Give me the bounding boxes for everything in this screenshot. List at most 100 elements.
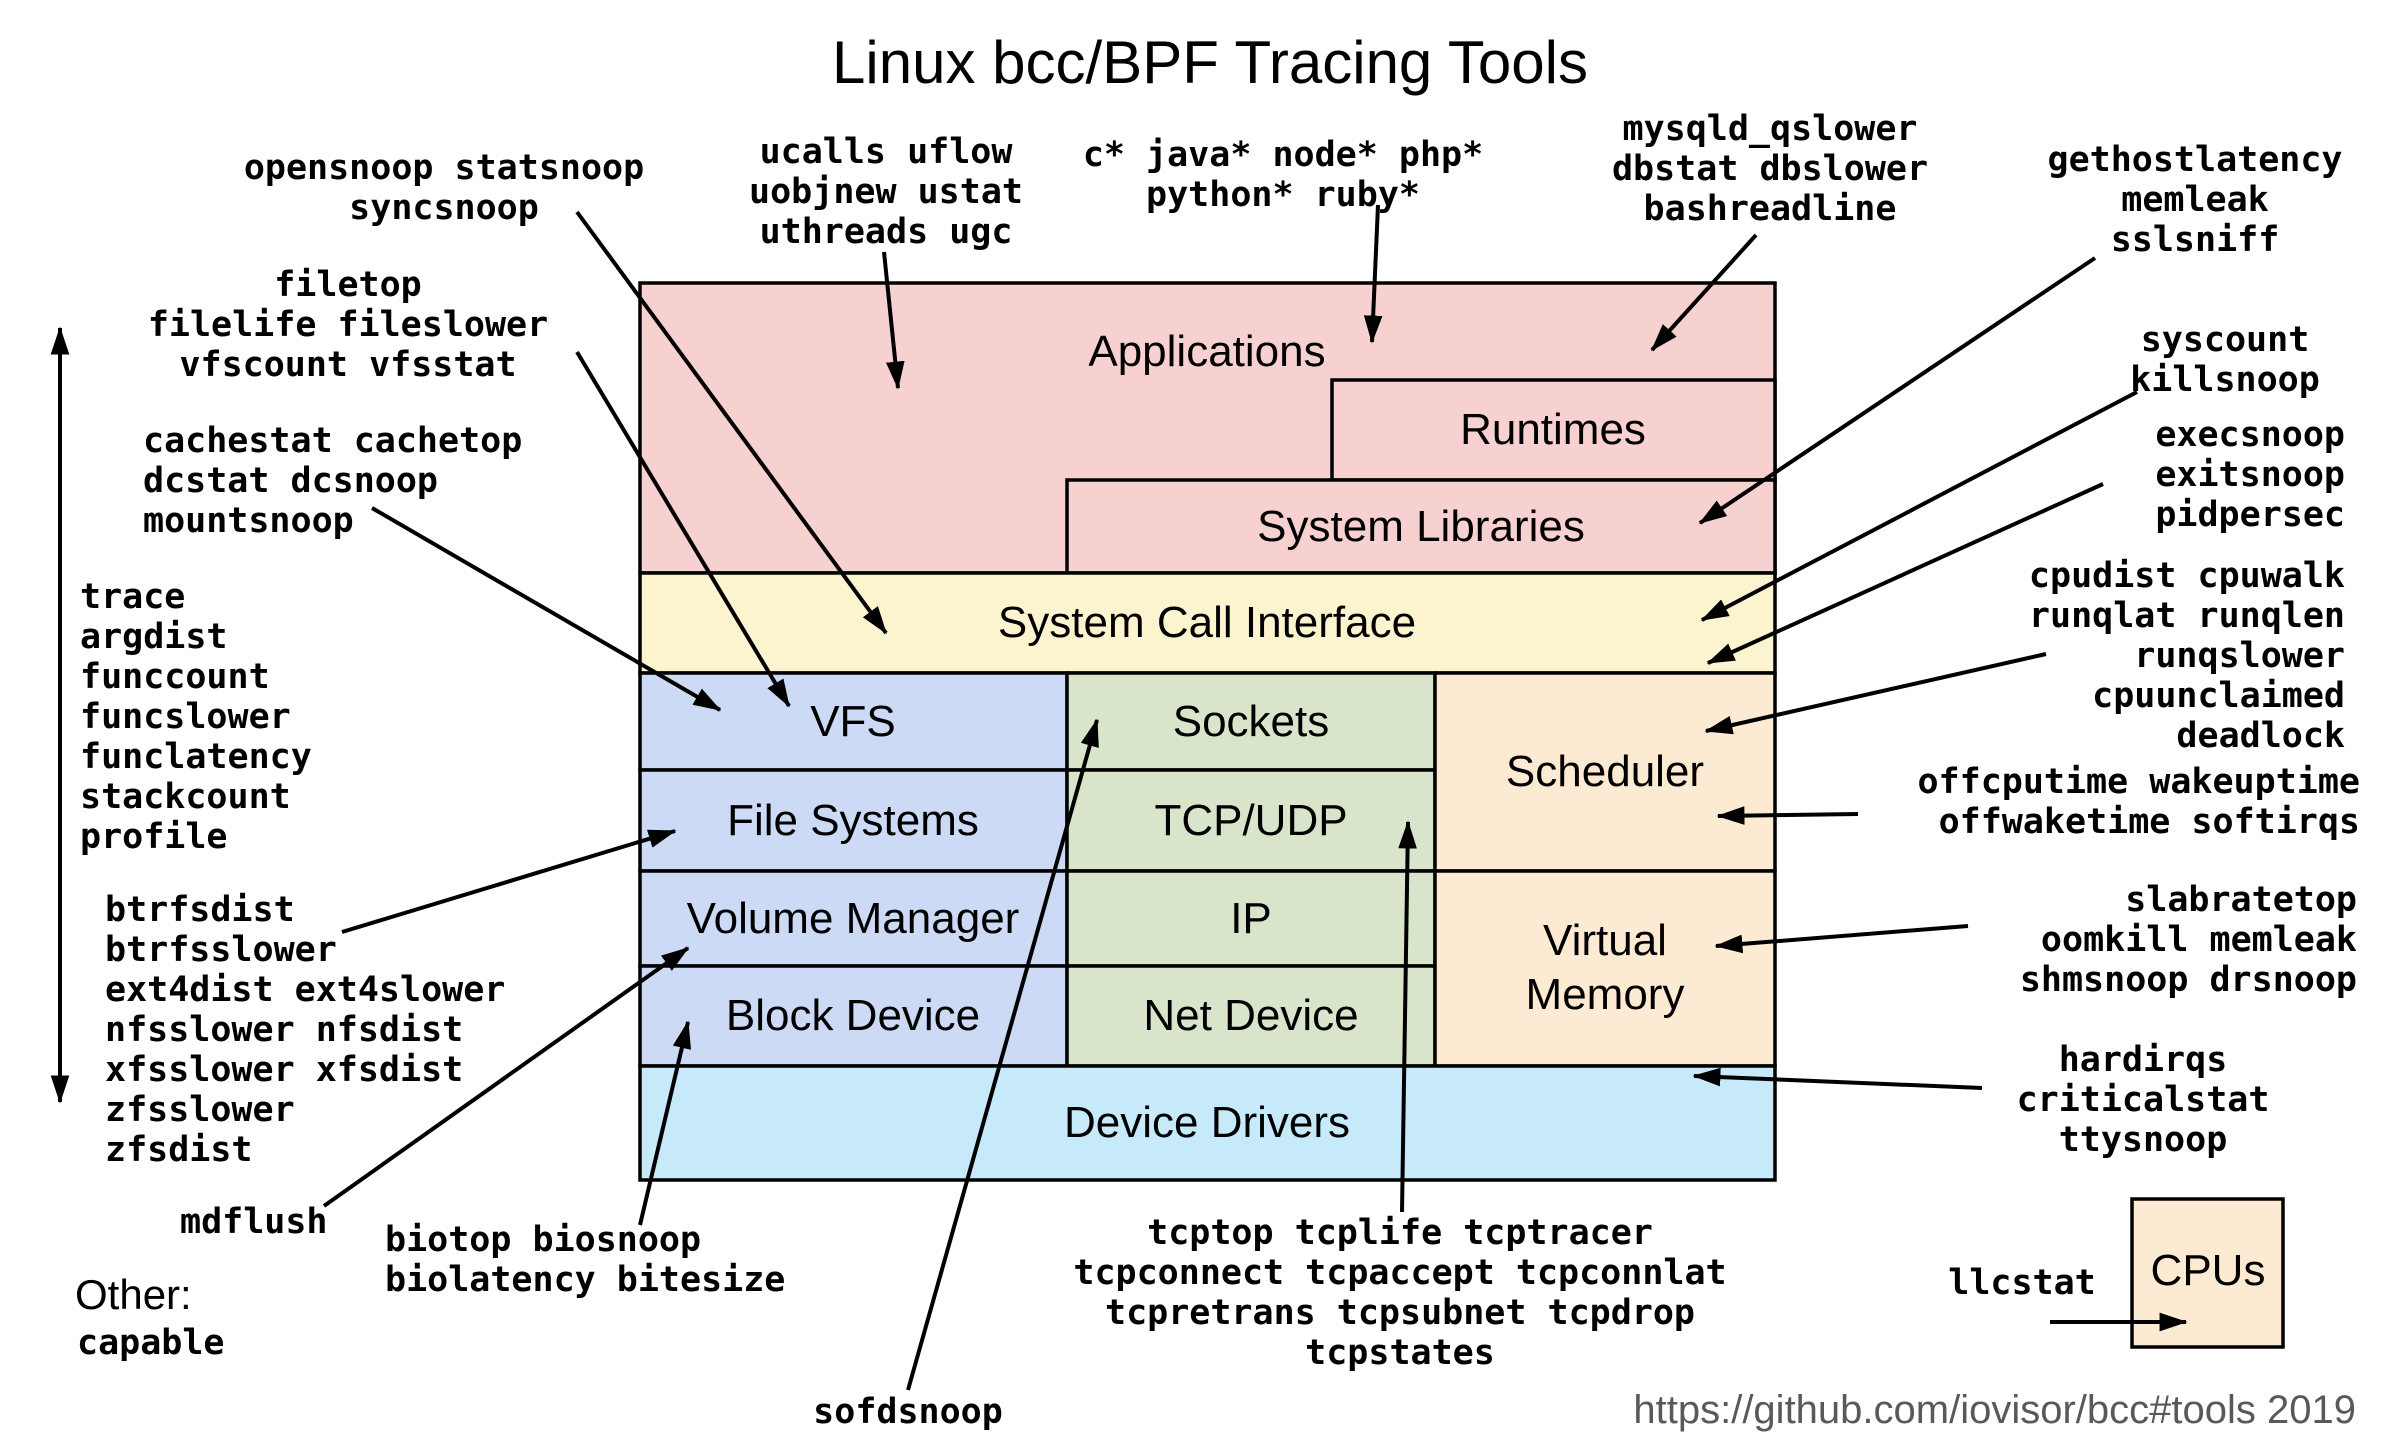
block-device-label: Block Device xyxy=(725,991,981,1040)
tool-line: biotop biosnoop xyxy=(385,1220,702,1260)
device-drivers-label: Device Drivers xyxy=(1063,1098,1351,1147)
tool-line: bashreadline xyxy=(1643,189,1897,229)
tool-line: memleak xyxy=(2121,180,2269,220)
tool-line: zfsdist xyxy=(105,1130,253,1170)
arrow-slabratetop-to-virtual-memory xyxy=(1714,924,1969,954)
tool-line: uobjnew ustat xyxy=(749,172,1023,212)
source-url: https://github.com/iovisor/bcc#tools 201… xyxy=(1633,1388,2356,1432)
tool-line: slabratetop xyxy=(2125,880,2357,920)
tool-line: biolatency bitesize xyxy=(385,1260,786,1300)
net-device-label: Net Device xyxy=(1143,991,1359,1040)
tool-line: dcstat dcsnoop xyxy=(143,461,439,501)
arrow-mdflush-to-volume-manager xyxy=(322,946,690,1208)
tool-line: ext4dist ext4slower xyxy=(105,970,506,1010)
tool-line: ucalls uflow xyxy=(759,132,1013,172)
arrow-databases-to-applications xyxy=(1650,233,1758,352)
tool-line: sofdsnoop xyxy=(813,1392,1003,1432)
tool-line: stackcount xyxy=(80,777,291,817)
scheduler-label: Scheduler xyxy=(1505,747,1705,796)
system-libraries-box xyxy=(1065,478,1777,575)
tool-line: python* ruby* xyxy=(1146,175,1420,215)
arrow-syncsnoop-to-syscall-interface xyxy=(575,210,888,635)
net-device-box xyxy=(1065,964,1437,1068)
tools-sockets: sofdsnoop xyxy=(813,1392,1003,1432)
tool-line: criticalstat xyxy=(2016,1080,2270,1120)
tool-line: cpuunclaimed xyxy=(2092,676,2345,716)
tool-line: mountsnoop xyxy=(143,501,354,541)
device-drivers-box xyxy=(638,1064,1777,1182)
arrow-syscount-to-syscall-interface xyxy=(1700,390,2138,622)
tcp-udp-label: TCP/UDP xyxy=(1154,796,1348,845)
arrow-hardirqs-to-device-drivers xyxy=(1692,1067,1983,1090)
cpus-label: CPUs xyxy=(2150,1246,2266,1295)
applications-label: Applications xyxy=(1088,327,1326,376)
virtual-memory-label: Virtual Memory xyxy=(1525,916,1685,1019)
arrow-ucalls-to-applications xyxy=(882,251,905,390)
tool-line: filetop xyxy=(274,265,422,305)
tools-mdflush: mdflush xyxy=(180,1202,328,1242)
arrow-cpudist-to-scheduler xyxy=(1704,652,2047,735)
arrow-filetop-to-vfs xyxy=(575,350,791,708)
tool-line: nfsslower nfsdist xyxy=(105,1010,464,1050)
tool-line: syncsnoop xyxy=(349,188,539,228)
tool-line: tcpstates xyxy=(1305,1333,1495,1373)
runtimes-label: Runtimes xyxy=(1460,405,1646,454)
tool-line: llcstat xyxy=(1948,1263,2096,1303)
syscall-interface-label: System Call Interface xyxy=(997,598,1417,647)
other-heading: Other: xyxy=(75,1271,192,1318)
arrow-biotop-to-block-device xyxy=(638,1020,691,1226)
tool-line: argdist xyxy=(80,617,228,657)
tool-line: uthreads ugc xyxy=(759,212,1013,252)
tool-line: shmsnoop drsnoop xyxy=(2019,960,2357,1000)
page-title: Linux bcc/BPF Tracing Tools xyxy=(832,29,1588,96)
tool-line: dbstat dbslower xyxy=(1611,149,1929,189)
volume-manager-label: Volume Manager xyxy=(686,894,1020,943)
tool-line: killsnoop xyxy=(2130,360,2320,400)
tool-line: opensnoop statsnoop xyxy=(243,148,645,188)
tool-line: offcputime wakeuptime xyxy=(1917,762,2360,802)
sockets-label: Sockets xyxy=(1172,697,1330,746)
arrow-btrfsdist-to-file-systems xyxy=(341,829,677,934)
tool-line: mdflush xyxy=(180,1202,328,1242)
tool-line: runqslower xyxy=(2134,636,2345,676)
tool-line: vfscount vfsstat xyxy=(179,345,517,385)
ip-label: IP xyxy=(1230,894,1272,943)
tcp-udp-box xyxy=(1065,768,1437,873)
tool-line: funccount xyxy=(80,657,270,697)
tool-line: trace xyxy=(80,577,186,617)
tool-line: capable xyxy=(77,1323,225,1363)
arrow-execsnoop-to-syscall-interface xyxy=(1706,482,2104,665)
tool-line: c* java* node* php* xyxy=(1082,135,1484,175)
tool-line: zfsslower xyxy=(105,1090,295,1130)
tool-line: mysqld_qslower xyxy=(1622,109,1918,149)
arrow-cachestat-to-vfs xyxy=(370,506,722,712)
tool-line: btrfsdist xyxy=(105,890,295,930)
tool-line: ttysnoop xyxy=(2058,1120,2228,1160)
tool-line: syscount xyxy=(2140,320,2310,360)
syscall-interface-box xyxy=(638,571,1777,675)
tool-line: execsnoop xyxy=(2155,415,2345,455)
tool-line: tcptop tcplife tcptracer xyxy=(1147,1213,1653,1253)
tool-line: pidpersec xyxy=(2155,495,2345,535)
arrow-tcptools-to-tcp-udp xyxy=(1398,820,1417,1213)
file-systems-box xyxy=(638,768,1069,873)
tool-line: btrfsslower xyxy=(105,930,337,970)
block-device-box xyxy=(638,964,1069,1068)
tool-line: offwaketime softirqs xyxy=(1938,802,2360,842)
tool-line: tcpretrans tcpsubnet tcpdrop xyxy=(1104,1293,1696,1333)
